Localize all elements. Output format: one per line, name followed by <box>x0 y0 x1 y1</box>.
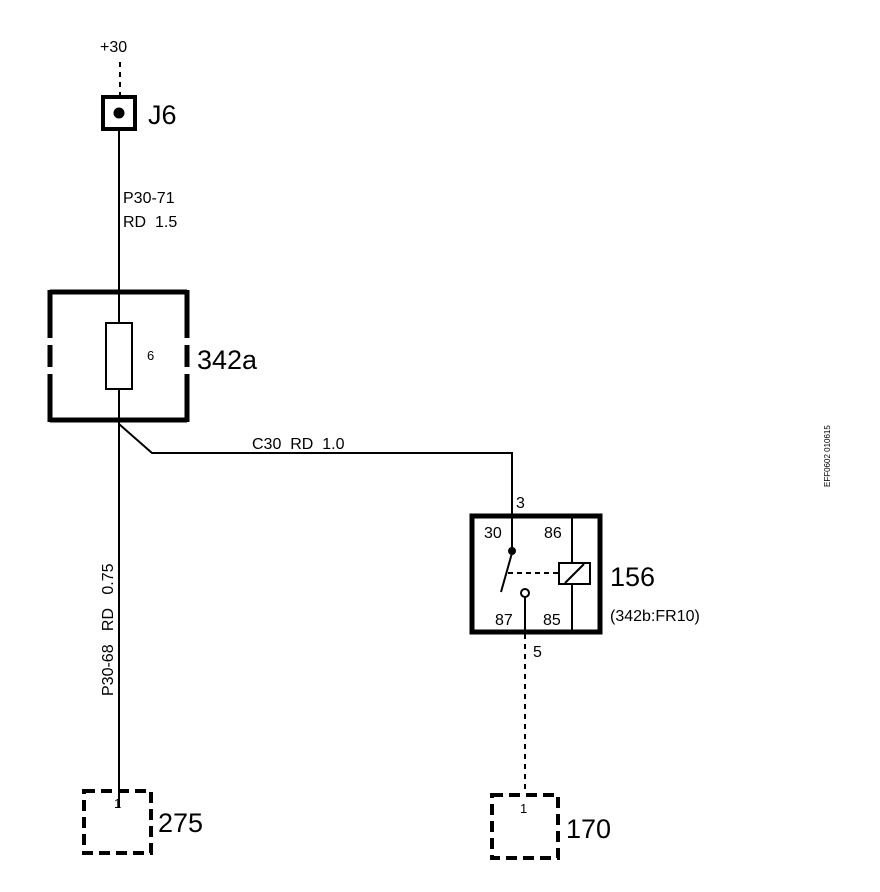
relay-pin-out: 5 <box>533 644 542 661</box>
connector-170-label: 170 <box>566 814 611 844</box>
connector-275-pin: 1 <box>114 796 121 811</box>
supply-label: +30 <box>100 39 127 56</box>
document-code: EFF0602 010615 <box>823 425 832 487</box>
wire-p30-71-code: P30-71 <box>123 190 175 207</box>
fuse-element <box>105 322 133 390</box>
relay-terminal-86: 86 <box>544 525 562 542</box>
connector-275-label: 275 <box>158 808 203 838</box>
connector-275 <box>82 789 153 855</box>
j6-label: J6 <box>148 100 177 130</box>
relay-contact-pivot <box>508 547 516 555</box>
relay-terminal-85: 85 <box>543 612 561 629</box>
relay-switch-arm <box>500 552 513 593</box>
wire-p30-71-spec: RD 1.5 <box>123 214 177 231</box>
relay-sublabel: (342b:FR10) <box>610 608 700 625</box>
relay-terminal-30: 30 <box>484 525 502 542</box>
connector-170-pin: 1 <box>520 801 527 816</box>
j6-terminal <box>101 95 137 131</box>
fuse-box-label: 342a <box>197 345 258 375</box>
relay-contact-87 <box>520 588 530 598</box>
relay-box <box>469 513 603 635</box>
relay-156 <box>469 513 603 635</box>
relay-coil-diagonal <box>564 563 585 584</box>
relay-terminal-87: 87 <box>495 612 513 629</box>
connector-170 <box>490 793 560 860</box>
relay-label: 156 <box>610 562 655 592</box>
relay-pin-in: 3 <box>516 495 525 512</box>
wire-p30-68-label: P30-68 RD 0.75 <box>100 563 117 696</box>
j6-dot <box>113 107 125 119</box>
wire-c30 <box>118 423 513 515</box>
wire-c30-label: C30 RD 1.0 <box>252 436 345 453</box>
fuse-box-342a <box>47 289 190 423</box>
fuse-number: 6 <box>147 348 154 363</box>
